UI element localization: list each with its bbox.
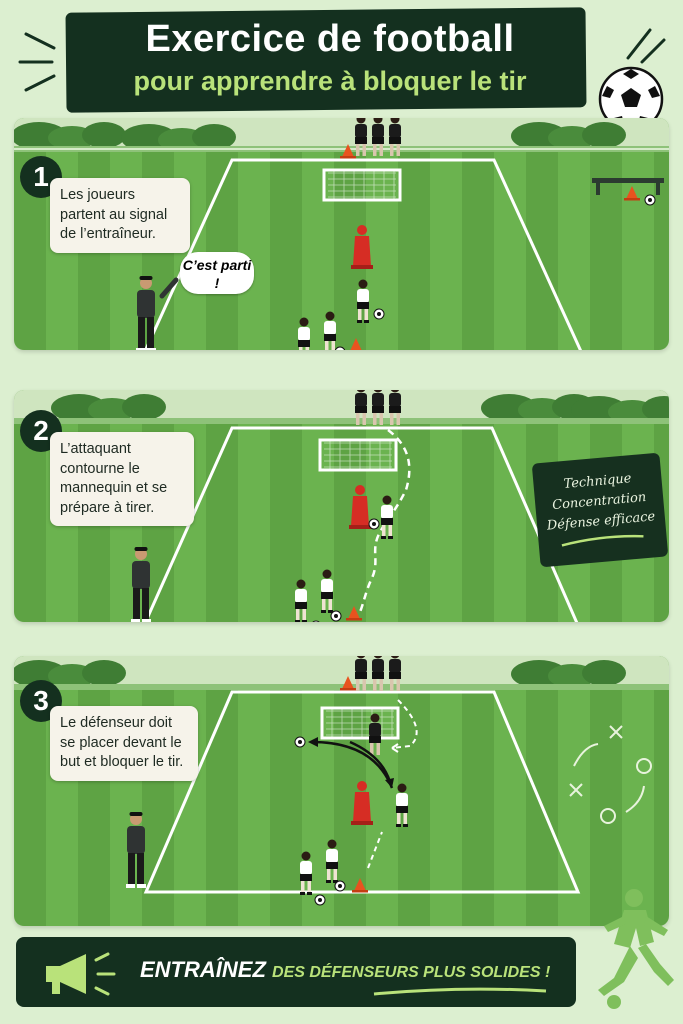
footer-banner <box>16 937 576 1007</box>
step-number-1: 1 <box>20 156 62 198</box>
footer-underline <box>373 987 547 996</box>
coach-speech-bubble: C’est parti ! <box>180 252 254 294</box>
step-panel-3 <box>14 656 669 926</box>
tactics-icon <box>569 725 652 824</box>
footer-slogan: ENTRAÎNEZ DES DÉFENSEURS PLUS SOLIDES ! <box>140 957 550 983</box>
chalk-underline <box>561 535 644 548</box>
chalkboard-keywords: Technique Concentration Défense efficace <box>531 452 669 568</box>
footer-rest: DES DÉFENSEURS PLUS SOLIDES ! <box>272 964 551 981</box>
field-diagram-3 <box>14 656 669 906</box>
page-subtitle: pour apprendre à bloquer le tir <box>133 66 527 96</box>
footer-highlight: ENTRAÎNEZ <box>140 957 266 982</box>
step-3-text: Le défenseur doit se placer devant le bu… <box>50 706 198 781</box>
sparkle-lines-right-icon <box>626 28 666 64</box>
step-2-text: L’attaquant contourne le mannequin et se… <box>50 432 194 527</box>
field-diagram-2 <box>14 390 669 622</box>
page-title: Exercice de football <box>145 18 515 60</box>
sparkle-lines-left-icon <box>18 32 56 92</box>
field-diagram-1 <box>14 118 669 350</box>
step-panel-2 <box>14 390 669 622</box>
step-1-text: Les joueurs partent au signal de l’entra… <box>50 178 190 253</box>
player-silhouette-icon <box>598 889 674 1009</box>
megaphone-icon <box>46 952 116 996</box>
